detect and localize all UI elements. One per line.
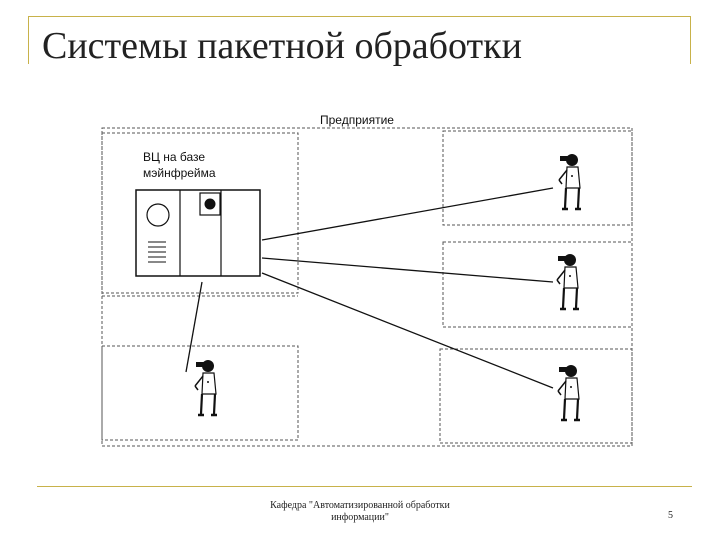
connection-line-bottom (261, 272, 554, 389)
person-icon (555, 252, 581, 311)
footer-line-2: информации" (331, 512, 389, 523)
footer-line-1: Кафедра "Автоматизированной обработки (270, 500, 450, 511)
footer-divider (37, 486, 692, 487)
title-frame-right (690, 16, 691, 64)
page-number: 5 (668, 510, 673, 521)
title-frame-top (28, 16, 691, 17)
computing-center-zone (101, 132, 299, 294)
connection-line-middle (261, 257, 554, 283)
remote-zone-top (442, 130, 633, 226)
mainframe-label-line1: ВЦ на базе (143, 150, 205, 164)
remote-zone-middle (442, 241, 633, 328)
mainframe-icon (135, 189, 261, 277)
person-icon (556, 363, 582, 422)
slide-title: Системы пакетной обработки (42, 25, 522, 67)
person-icon (193, 358, 219, 417)
person-icon (557, 152, 583, 211)
mainframe-label-line2: мэйнфрейма (143, 166, 216, 180)
title-frame-left (28, 16, 29, 64)
footer-text: Кафедра "Автоматизированной обработки ин… (238, 500, 482, 524)
remote-zone-bottom (439, 348, 633, 444)
connection-line-top (261, 187, 554, 241)
local-zone-bottom (101, 345, 299, 441)
enterprise-label: Предприятие (320, 113, 394, 127)
connection-line-local (185, 281, 203, 373)
